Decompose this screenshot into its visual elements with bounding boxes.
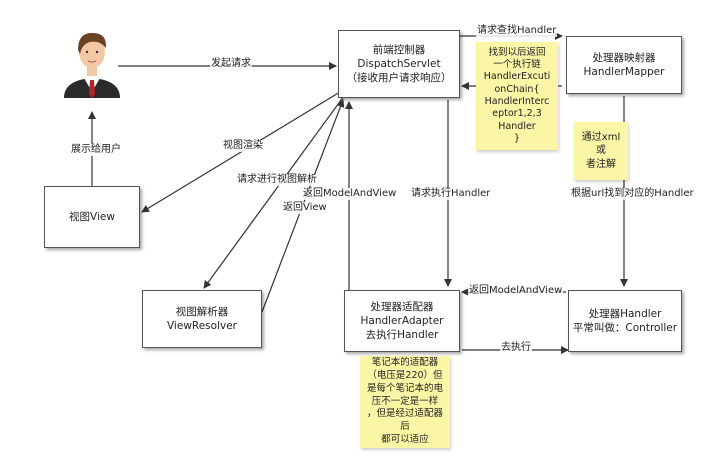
label-show-user: 展示给用户 (70, 144, 122, 156)
label-request-resolve: 请求进行视图解析 (236, 174, 318, 186)
label-request-find: 请求查找Handler (476, 25, 558, 37)
xml-note-line: 通过xml或 (581, 131, 621, 157)
adapter-name: HandlerAdapter (360, 314, 444, 327)
execution-chain-note: 找到以后返回 一个执行链 HandlerExcuti onChain{ Hand… (476, 42, 558, 150)
label-return-mav-bottom: 返回ModelAndView (468, 285, 564, 297)
dispatcher-title: 前端控制器 (372, 43, 426, 56)
label-return-mav-top: 返回ModelAndView (302, 188, 398, 200)
adapter-analogy-note: 笔记本的适配器 （电压是220）但 是每个笔记本的电 压不一定是一样 ，但是经过… (360, 356, 450, 448)
chain-note-line: 一个执行链 (493, 58, 541, 70)
adapter-note-line: 压不一定是一样 (371, 395, 439, 407)
chain-note-line: 找到以后返回 (488, 46, 546, 58)
dispatcher-name: DispatchServlet (357, 57, 441, 70)
adapter-note-line: 笔记本的适配器 (371, 357, 439, 369)
user-avatar-icon (64, 32, 120, 98)
label-view-render: 视图渲染 (222, 140, 264, 152)
arrow-request-resolve (203, 95, 345, 289)
label-request-execute: 请求执行Handler (410, 188, 492, 200)
label-find-by-url: 根据url找到对应的Handler (570, 188, 695, 200)
view-resolver-box: 视图解析器 ViewResolver (142, 290, 262, 348)
handler-box: 处理器Handler 平常叫做：Controller (568, 290, 682, 352)
adapter-note-line: ，但是经过适配器后 (366, 408, 443, 433)
label-go-execute: 去执行 (500, 342, 532, 354)
arrow-view-render (141, 91, 341, 213)
handler-adapter-box: 处理器适配器 HandlerAdapter 去执行Handler (344, 290, 460, 352)
adapter-note-line: 都可以适应 (381, 434, 429, 446)
dispatcher-desc: （接收用户请求响应） (346, 72, 452, 85)
chain-note-line: eptor1,2,3 (492, 108, 542, 120)
adapter-note-line: 是每个笔记本的电 (366, 382, 443, 394)
label-return-view: 返回View (282, 202, 328, 214)
resolver-title: 视图解析器 (175, 305, 229, 318)
adapter-action: 去执行Handler (365, 329, 439, 342)
xml-note-line: 者注解 (586, 158, 616, 170)
resolver-name: ViewResolver (166, 320, 237, 332)
dispatcher-servlet-box: 前端控制器 DispatchServlet （接收用户请求响应） (338, 30, 460, 98)
chain-note-line: onChain{ (494, 83, 540, 95)
view-title: 视图View (69, 210, 115, 223)
mapper-name: HandlerMapper (583, 66, 665, 78)
chain-note-line: Handler (498, 120, 536, 132)
mapper-title: 处理器映射器 (592, 51, 656, 64)
handler-name: 平常叫做：Controller (572, 322, 678, 334)
handler-title: 处理器Handler (588, 307, 662, 320)
chain-note-line: HandlerInterc (484, 96, 550, 107)
adapter-title: 处理器适配器 (370, 300, 434, 313)
xml-annotation-note: 通过xml或 者注解 (574, 122, 628, 180)
chain-note-line: HandlerExcuti (483, 71, 551, 83)
handler-mapper-box: 处理器映射器 HandlerMapper (566, 36, 682, 94)
label-send-request: 发起请求 (210, 58, 252, 70)
adapter-note-line: （电压是220）但 (367, 369, 443, 381)
view-box: 视图View (44, 186, 140, 248)
chain-note-line: } (513, 133, 521, 145)
